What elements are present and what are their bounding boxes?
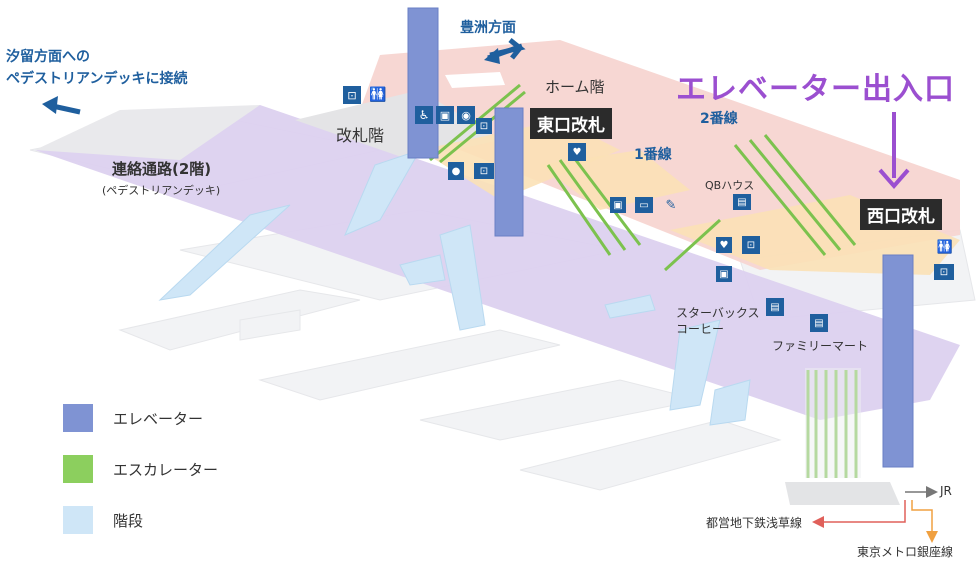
toilet-icon: 🚻 xyxy=(936,239,954,255)
elevator-shaft-east xyxy=(494,107,524,237)
legend-label-elevator: エレベーター xyxy=(113,409,204,428)
locker-icon: ▣ xyxy=(716,266,732,282)
platform2-label: 2番線 xyxy=(700,111,738,127)
ticket-machine-icon: ⊡ xyxy=(934,264,954,280)
shop-icon: ▤ xyxy=(810,314,828,332)
shop-icon: ▤ xyxy=(766,298,784,316)
legend-stairs: 階段 xyxy=(63,506,143,534)
toyosu-label: 豊洲方面 xyxy=(460,20,516,36)
qbhouse-label: QBハウス xyxy=(705,179,755,192)
card-icon: ▭ xyxy=(635,197,653,213)
shop-icon: ▤ xyxy=(733,194,751,210)
aed-icon: ♥ xyxy=(716,237,732,253)
shiodome-label-line2: ペデストリアンデッキに接続 xyxy=(6,71,188,87)
home-floor-label: ホーム階 xyxy=(545,78,605,96)
legend-label-stairs: 階段 xyxy=(113,511,144,530)
staff-icon: ● xyxy=(448,162,464,180)
wheelchair-icon: ♿ xyxy=(415,106,433,124)
locker-icon: ▣ xyxy=(610,197,626,213)
legend-swatch-elevator xyxy=(63,404,93,432)
starbucks-label-line2: コーヒー xyxy=(676,322,725,336)
legend-elevator: エレベーター xyxy=(63,404,203,432)
ticket-machine-icon: ⊡ xyxy=(742,236,760,254)
baby-icon: ◉ xyxy=(457,106,475,124)
legend-escalator: エスカレーター xyxy=(63,455,218,483)
legend-swatch-stairs xyxy=(63,506,93,534)
corridor-deck xyxy=(35,105,960,420)
east-gate-badge: 東口改札 xyxy=(530,108,612,139)
elevator-shaft-west xyxy=(882,254,914,468)
aed-icon: ♥ xyxy=(568,143,586,161)
legend-label-escalator: エスカレーター xyxy=(113,460,219,479)
ginza-label: 東京メトロ銀座線 xyxy=(857,545,954,559)
locker-icon: ▣ xyxy=(436,106,454,124)
corridor-sub-label: (ペデストリアンデッキ) xyxy=(102,184,221,197)
ticket-floor-label: 改札階 xyxy=(336,126,385,145)
corridor-label: 連絡通路(2階) xyxy=(112,160,212,178)
shop-icon: ✎ xyxy=(665,197,677,213)
ticket-machine-icon: ⊡ xyxy=(476,118,492,134)
toilet-icon: 🚻 xyxy=(369,87,387,103)
jr-label: JR xyxy=(940,484,952,498)
ticket-machine-icon: ⊡ xyxy=(343,86,361,104)
concourse-mid xyxy=(540,150,690,210)
ginza-arrow xyxy=(911,500,938,543)
legend-swatch-escalator xyxy=(63,455,93,483)
west-gate-badge: 西口改札 xyxy=(860,199,942,230)
stairs xyxy=(158,149,751,426)
elevator-shaft-north xyxy=(407,7,439,159)
ticket-machine-icon: ⊡ xyxy=(474,163,494,179)
platform1-label: 1番線 xyxy=(634,147,672,163)
elevator-entrance-title: エレベーター出入口 xyxy=(676,72,955,107)
escalators xyxy=(429,83,857,272)
asakusa-arrow xyxy=(812,500,906,528)
familymart-label: ファミリーマート xyxy=(772,339,869,353)
starbucks-label-line1: スターバックス xyxy=(676,306,760,320)
asakusa-label: 都営地下鉄浅草線 xyxy=(706,516,803,530)
shiodome-label-line1: 汐留方面への xyxy=(6,49,90,65)
